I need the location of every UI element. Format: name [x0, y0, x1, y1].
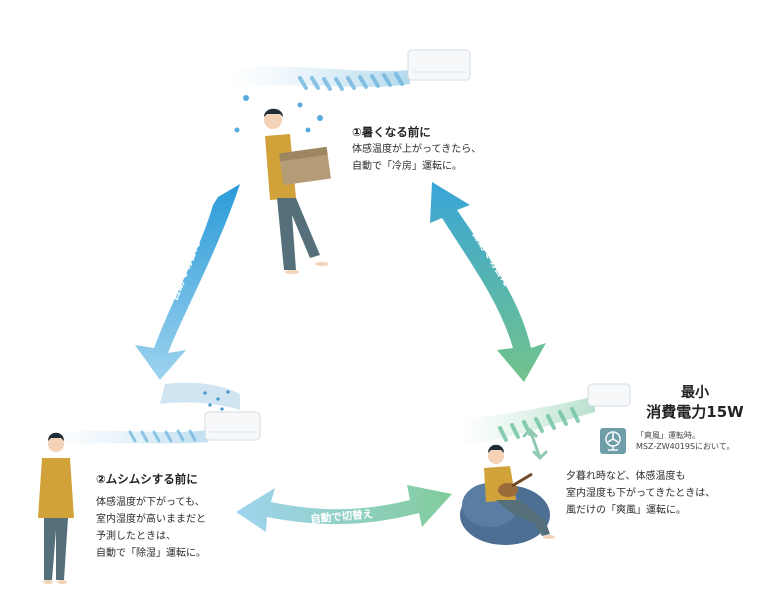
step1-line: 体感温度が上がってきたら、 — [352, 144, 482, 155]
step1-line: 自動で「冷房」運転に。 — [352, 161, 462, 172]
sweat-drops — [234, 95, 323, 133]
power-callout: 最小 消費電力15W — [640, 384, 750, 422]
bottom-switch-arrow — [236, 485, 452, 532]
step3-line: 室内湿度も下がってきたときは、 — [566, 488, 716, 499]
step2-line: 予測したときは、 — [96, 531, 176, 542]
air-conditioner-right — [460, 383, 631, 461]
person-with-ukulele — [460, 444, 555, 545]
person-standing — [38, 432, 74, 584]
fan-icon — [600, 428, 626, 454]
step3-line: 夕暮れ時など、体感温度も — [566, 471, 686, 482]
power-title-line1: 最小 — [681, 385, 709, 401]
air-conditioner-top — [230, 49, 471, 91]
right-switch-arrow — [430, 182, 546, 382]
power-title-line2: 消費電力15W — [646, 403, 744, 421]
air-conditioner-left — [45, 382, 261, 446]
left-switch-arrow — [135, 184, 240, 380]
power-note-line2: MSZ-ZW4019Sにおいて。 — [636, 442, 735, 451]
step2-title: ②ムシムシする前に — [96, 472, 198, 486]
power-note-line1: 「爽風」運転時。 — [636, 431, 700, 440]
step1-caption: ①暑くなる前に 体感温度が上がってきたら、 自動で「冷房」運転に。 — [352, 123, 481, 175]
step2-line: 室内湿度が高いままだと — [96, 514, 206, 525]
step2-caption: ②ムシムシする前に 体感温度が下がっても、 室内湿度が高いままだと 予測したとき… — [96, 470, 206, 562]
step1-title: ①暑くなる前に — [352, 125, 431, 139]
step3-line: 風だけの「爽風」運転に。 — [566, 505, 686, 516]
step2-line: 体感温度が下がっても、 — [96, 497, 205, 508]
step3-caption: 夕暮れ時など、体感温度も 室内湿度も下がってきたときは、 風だけの「爽風」運転に… — [566, 468, 715, 519]
bottom-arrow-label: 自動で切替え — [310, 507, 374, 525]
person-carrying-box — [264, 108, 331, 274]
step2-line: 自動で「除湿」運転に。 — [96, 548, 206, 559]
power-note: 「爽風」運転時。 MSZ-ZW4019Sにおいて。 — [636, 430, 735, 452]
